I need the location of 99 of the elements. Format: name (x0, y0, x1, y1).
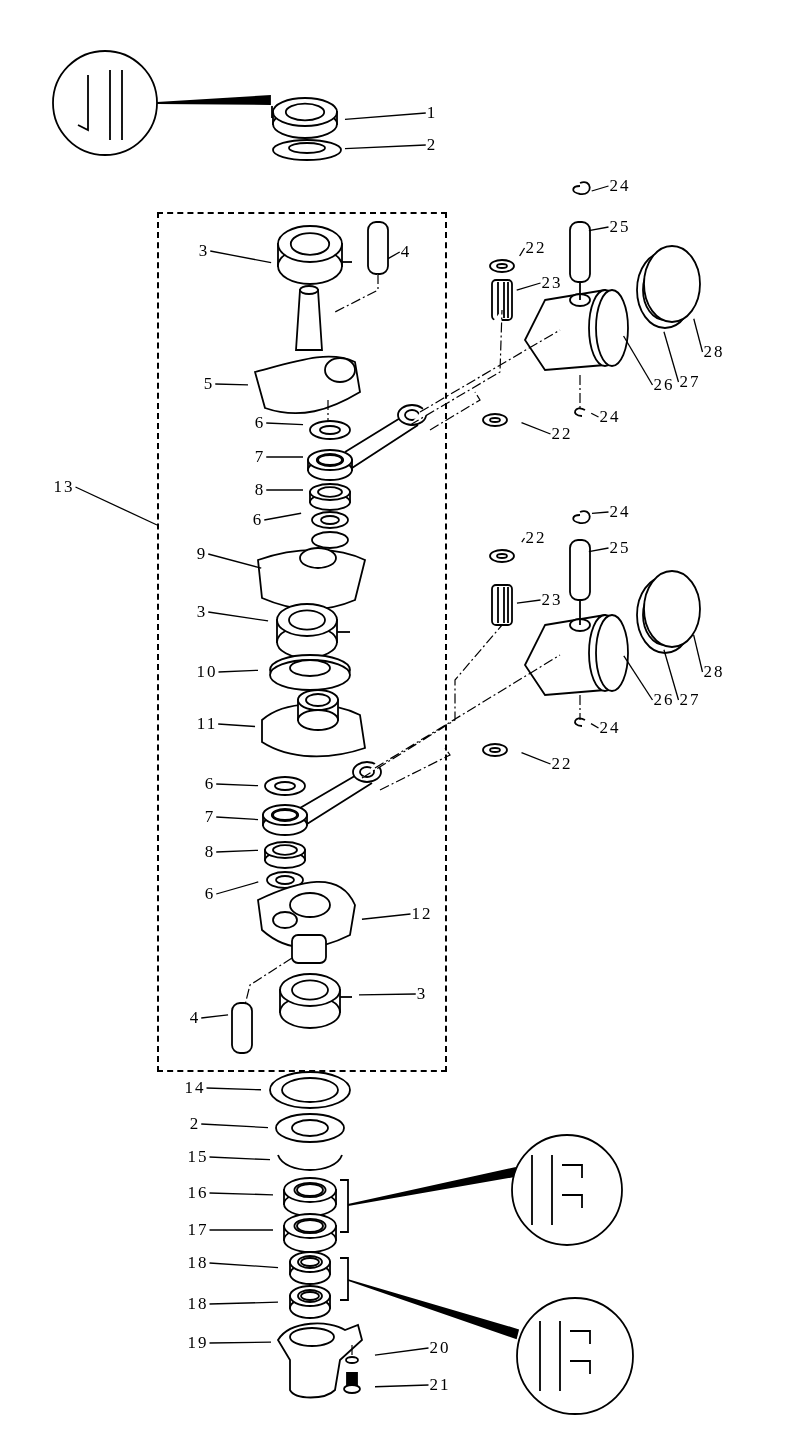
leader-line (263, 512, 302, 521)
callout-number: 23 (541, 274, 563, 292)
leader-line (588, 547, 610, 553)
leader-line (591, 511, 610, 515)
leader-line (588, 226, 610, 232)
callout-number: 3 (416, 985, 428, 1003)
leader-line (516, 282, 542, 291)
callout-number: 22 (551, 425, 573, 443)
callout-number: 27 (679, 373, 701, 391)
callout-number: 19 (187, 1334, 209, 1352)
leader-line (265, 456, 304, 458)
callout-number: 25 (609, 539, 631, 557)
leader-line (208, 1262, 279, 1269)
assembly-boundary (157, 212, 447, 1072)
callout-number: 28 (703, 343, 725, 361)
leader-line (591, 185, 610, 192)
leader-line (74, 486, 158, 526)
callout-number: 24 (609, 503, 631, 521)
leader-line (374, 1347, 430, 1356)
callout-number: 18 (187, 1295, 209, 1313)
leader-line (521, 537, 526, 543)
leader-line (214, 383, 249, 386)
leader-line (208, 1156, 271, 1161)
leader-line (623, 655, 654, 701)
callout-number: 10 (196, 663, 218, 681)
leader-line (265, 422, 304, 426)
callout-number: 12 (411, 905, 433, 923)
callout-number: 24 (599, 408, 621, 426)
callout-number: 4 (189, 1009, 201, 1027)
leader-line (207, 553, 262, 569)
leader-line (693, 318, 704, 353)
leader-line (217, 669, 259, 673)
leader-line (208, 1229, 274, 1231)
leader-line (209, 250, 272, 264)
leader-line (590, 412, 600, 418)
leader-line (208, 1301, 279, 1305)
leader-line (215, 881, 259, 895)
callout-number: 8 (254, 481, 266, 499)
leader-line (217, 723, 256, 728)
callout-number: 8 (204, 843, 216, 861)
callout-number: 14 (184, 1079, 206, 1097)
leader-line (207, 611, 269, 622)
leader-line (519, 247, 526, 257)
callout-number: 6 (204, 775, 216, 793)
leader-line (265, 489, 304, 491)
leader-line (516, 599, 542, 604)
callout-number: 2 (189, 1115, 201, 1133)
leader-line (215, 849, 259, 853)
leader-line (663, 649, 680, 701)
callout-number: 28 (703, 663, 725, 681)
leader-line (520, 421, 552, 435)
callout-number: 13 (53, 478, 75, 496)
leader-line (692, 634, 704, 673)
callout-number: 17 (187, 1221, 209, 1239)
leader-line (208, 1341, 272, 1344)
callout-number: 6 (204, 885, 216, 903)
callout-number: 4 (400, 243, 412, 261)
leader-line (215, 783, 259, 787)
callout-number: 15 (187, 1148, 209, 1166)
callout-number: 21 (429, 1376, 451, 1394)
leader-line (374, 1384, 430, 1388)
callout-number: 1 (426, 104, 438, 122)
leader-line (590, 722, 600, 729)
callout-number: 18 (187, 1254, 209, 1272)
callout-number: 16 (187, 1184, 209, 1202)
callout-number: 6 (254, 414, 266, 432)
callout-number: 3 (198, 242, 210, 260)
callout-number: 6 (252, 511, 264, 529)
leader-line (215, 816, 259, 821)
callout-number: 9 (196, 545, 208, 563)
leader-line (208, 1192, 274, 1196)
callout-number: 26 (653, 691, 675, 709)
callout-number: 25 (609, 218, 631, 236)
leader-line (387, 251, 401, 260)
leader-line (344, 144, 427, 150)
callout-number: 24 (609, 177, 631, 195)
callout-number: 2 (426, 136, 438, 154)
leader-line (520, 751, 552, 765)
leader-line (200, 1014, 229, 1019)
callout-number: 26 (653, 376, 675, 394)
callout-number: 27 (679, 691, 701, 709)
callout-number: 23 (541, 591, 563, 609)
callout-number: 22 (525, 239, 547, 257)
callout-number: 11 (196, 715, 218, 733)
callout-number: 7 (254, 448, 266, 466)
callout-number: 22 (551, 755, 573, 773)
leader-line (622, 335, 654, 386)
leader-line (361, 913, 412, 920)
callout-number: 7 (204, 808, 216, 826)
callout-number: 20 (429, 1339, 451, 1357)
leader-line (663, 331, 680, 383)
leader-line (344, 112, 427, 121)
callout-number: 3 (196, 603, 208, 621)
leader-line (205, 1087, 262, 1091)
leader-line (358, 993, 417, 996)
leader-line (200, 1123, 269, 1129)
callout-number: 22 (525, 529, 547, 547)
callout-number: 24 (599, 719, 621, 737)
callout-number: 5 (203, 375, 215, 393)
